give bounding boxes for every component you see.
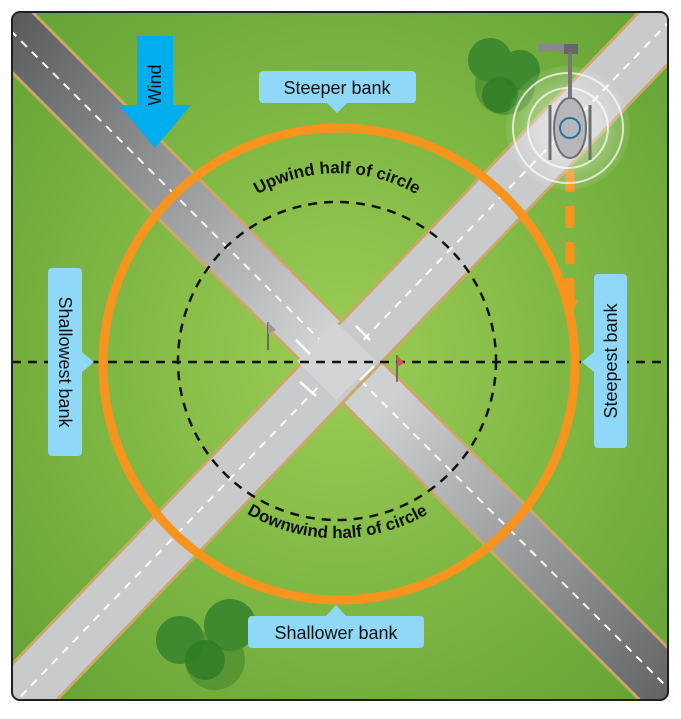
- wind-arrow: Wind: [119, 36, 191, 148]
- ground-track-circle: [98, 123, 580, 605]
- diagram-frame: [11, 11, 669, 701]
- reference-circle: [176, 200, 498, 522]
- steeper-bank-callout: Steeper bank: [259, 71, 416, 113]
- helicopter-icon: [506, 44, 630, 190]
- steepest-bank-callout: Steepest bank: [582, 274, 627, 448]
- shallower-bank-callout: Shallower bank: [248, 605, 424, 648]
- windsock-icon: [267, 322, 276, 350]
- track-arrow-right: [562, 300, 578, 318]
- shallowest-bank-callout: Shallowest bank: [48, 268, 94, 456]
- tree-icon: [156, 599, 256, 690]
- intersection-markings: [295, 325, 375, 397]
- steeper-bank-label: Steeper bank: [283, 78, 391, 98]
- shallower-bank-label: Shallower bank: [274, 623, 398, 643]
- windsock-icon: [396, 355, 404, 382]
- down-arrow-icon: [119, 36, 191, 148]
- shallowest-bank-label: Shallowest bank: [55, 296, 75, 428]
- steepest-bank-label: Steepest bank: [601, 302, 621, 418]
- wind-label: Wind: [145, 64, 165, 105]
